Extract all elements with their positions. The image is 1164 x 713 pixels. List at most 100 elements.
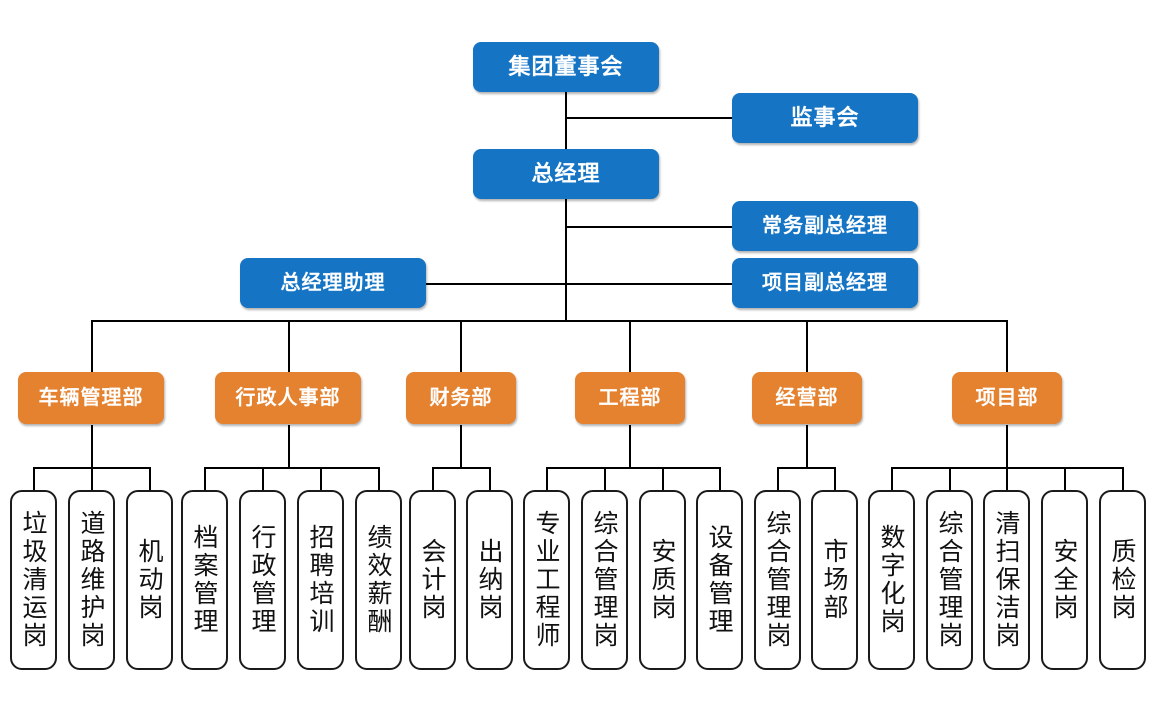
role-box-waste-transport[interactable]: 垃圾清运岗 [10,490,57,670]
role-label: 清扫保洁岗 [992,510,1021,650]
role-label: 安全岗 [1050,538,1079,622]
connector-dept-2-role-1 [204,467,206,492]
role-label: 绩效薪酬 [364,524,393,636]
connector-dept-1-role-1 [33,467,35,492]
connector-dept-4-role-4 [719,467,721,492]
node-department-project[interactable]: 项目部 [952,372,1062,424]
node-supervisory-board[interactable]: 监事会 [732,93,918,143]
role-label: 数字化岗 [877,524,906,636]
role-box-operations-general-management[interactable]: 综合管理岗 [754,490,801,670]
role-box-equipment-management[interactable]: 设备管理 [696,490,743,670]
connector-bus-to-dept-4 [629,320,631,372]
connector-gm-down [565,199,567,321]
department-bus-line [91,320,1007,322]
node-department-operations-label: 经营部 [775,386,839,409]
connector-dept-6-role-2 [949,467,951,492]
role-box-administration[interactable]: 行政管理 [239,490,286,670]
connector-bus-to-dept-5 [806,320,808,372]
node-department-project-label: 项目部 [975,386,1039,409]
node-board-of-directors-label: 集团董事会 [508,54,624,80]
connector-dept-2-role-4 [378,467,380,492]
connector-bus-to-dept-2 [288,320,290,372]
role-label: 质检岗 [1108,538,1137,622]
role-label: 机动岗 [135,538,164,622]
node-department-finance[interactable]: 财务部 [406,372,516,424]
node-general-manager-label: 总经理 [531,161,601,187]
node-department-operations[interactable]: 经营部 [752,372,862,424]
connector-dept-6-stem [1006,425,1008,467]
node-department-vehicle-management-label: 车辆管理部 [38,386,144,409]
connector-spine-to-project-deputy [565,283,732,285]
role-box-professional-engineer[interactable]: 专业工程师 [523,490,570,670]
node-executive-deputy-gm[interactable]: 常务副总经理 [732,201,918,251]
role-label: 垃圾清运岗 [19,510,48,650]
connector-dept-5-role-1 [777,467,779,492]
role-box-project-general-management[interactable]: 综合管理岗 [926,490,973,670]
node-department-finance-label: 财务部 [429,386,493,409]
role-label: 综合管理岗 [935,510,964,650]
node-project-deputy-gm[interactable]: 项目副总经理 [732,258,918,308]
connector-board-to-gm [565,92,567,149]
connector-dept-2-role-3 [320,467,322,492]
role-box-safety-quality[interactable]: 安质岗 [639,490,686,670]
connector-dept-2-role-2 [262,467,264,492]
role-box-cleaning-sanitation[interactable]: 清扫保洁岗 [983,490,1030,670]
connector-dept-6-role-5 [1122,467,1124,492]
role-box-cashier[interactable]: 出纳岗 [466,490,513,670]
connector-dept-4-stem [629,425,631,467]
connector-dept-1-stem [91,425,93,467]
node-department-vehicle-management[interactable]: 车辆管理部 [18,372,164,424]
role-box-engineering-general-management[interactable]: 综合管理岗 [581,490,628,670]
role-box-quality-inspection[interactable]: 质检岗 [1099,490,1146,670]
connector-spine-to-gm-assistant [426,283,566,285]
role-box-records-management[interactable]: 档案管理 [181,490,228,670]
role-bus-dept-5 [777,467,836,469]
role-box-digitalization[interactable]: 数字化岗 [868,490,915,670]
connector-gm-spine-to-supervisory [565,117,732,119]
role-box-accounting[interactable]: 会计岗 [409,490,456,670]
role-box-recruitment-training[interactable]: 招聘培训 [297,490,344,670]
connector-dept-6-role-4 [1064,467,1066,492]
node-project-deputy-gm-label: 项目副总经理 [762,271,888,294]
connector-bus-to-dept-3 [460,320,462,372]
node-department-admin-hr[interactable]: 行政人事部 [215,372,361,424]
role-box-market-department[interactable]: 市场部 [811,490,858,670]
role-label: 市场部 [820,538,849,622]
connector-dept-6-role-3 [1006,467,1008,492]
node-department-engineering-label: 工程部 [598,386,662,409]
connector-dept-5-stem [806,425,808,467]
connector-bus-to-dept-6 [1006,320,1008,372]
role-label: 招聘培训 [306,524,335,636]
connector-dept-3-role-1 [432,467,434,492]
connector-dept-4-role-3 [662,467,664,492]
node-executive-deputy-gm-label: 常务副总经理 [762,214,888,237]
role-box-safety[interactable]: 安全岗 [1041,490,1088,670]
connector-dept-2-stem [288,425,290,467]
connector-dept-5-role-2 [834,467,836,492]
role-label: 安质岗 [648,538,677,622]
role-box-mobile-duty[interactable]: 机动岗 [126,490,173,670]
role-label: 行政管理 [248,524,277,636]
node-department-engineering[interactable]: 工程部 [575,372,685,424]
role-label: 会计岗 [418,538,447,622]
role-label: 设备管理 [705,524,734,636]
node-board-of-directors[interactable]: 集团董事会 [473,42,659,92]
role-bus-dept-3 [432,467,491,469]
role-label: 综合管理岗 [590,510,619,650]
connector-dept-1-role-2 [91,467,93,492]
role-box-performance-compensation[interactable]: 绩效薪酬 [355,490,402,670]
role-label: 出纳岗 [475,538,504,622]
role-bus-dept-2 [204,467,378,469]
role-label: 综合管理岗 [763,510,792,650]
role-bus-dept-4 [546,467,721,469]
connector-dept-3-stem [460,425,462,467]
role-label: 道路维护岗 [77,510,106,650]
node-gm-assistant[interactable]: 总经理助理 [240,258,426,308]
connector-dept-6-role-1 [891,467,893,492]
node-general-manager[interactable]: 总经理 [473,149,659,199]
role-label: 档案管理 [190,524,219,636]
role-box-road-maintenance[interactable]: 道路维护岗 [68,490,115,670]
role-label: 专业工程师 [532,510,561,650]
connector-spine-to-exec-deputy [565,226,732,228]
